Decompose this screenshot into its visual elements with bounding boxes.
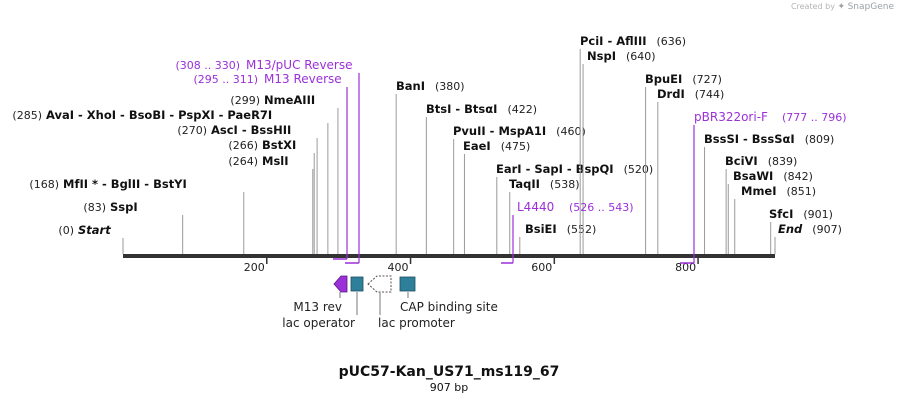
snapgene-logo-icon: ✦ — [837, 2, 846, 12]
axis-tick-label: 400 — [388, 261, 409, 274]
enzyme-coordinate: (285) — [12, 109, 42, 122]
enzyme-name: BsiEI — [525, 222, 557, 236]
enzyme-coordinate: (422) — [507, 103, 537, 116]
primer-name: M13/pUC Reverse — [246, 58, 353, 72]
cap-binding-site-box — [399, 276, 416, 292]
enzyme-name: NspI — [587, 49, 616, 63]
primer-name: M13 Reverse — [264, 72, 342, 86]
enzyme-coordinate: (552) — [567, 223, 597, 236]
enzyme-name: BciVI — [725, 154, 758, 168]
primer-name: pBR322ori-F — [694, 110, 768, 124]
enzyme-coordinate: (270) — [177, 124, 207, 137]
enzyme-name: BpuEI — [645, 72, 682, 86]
enzyme-name: DrdI — [657, 87, 685, 101]
feature-label: CAP binding site — [400, 300, 498, 314]
enzyme-name: BstXI — [262, 138, 296, 152]
enzyme-coordinate: (839) — [768, 155, 798, 168]
enzyme-name: BssSI - BssSαI — [704, 132, 795, 146]
enzyme-name: AvaI - XhoI - BsoBI - PspXI - PaeR7I — [46, 108, 272, 122]
enzyme-coordinate: (744) — [695, 88, 725, 101]
enzyme-coordinate: (809) — [805, 133, 835, 146]
backbone-top-strand — [123, 254, 775, 257]
enzyme-name: BtsI - BtsαI — [426, 102, 497, 116]
enzyme-coordinate: (0) — [58, 224, 74, 237]
primer-range: (295 .. 311) — [193, 73, 258, 86]
enzyme-coordinate: (640) — [626, 50, 656, 63]
enzyme-name: MslI — [262, 154, 289, 168]
primer-range: (777 .. 796) — [782, 111, 847, 124]
axis-tick-label: 600 — [531, 261, 552, 274]
primer-range: (308 .. 330) — [175, 59, 240, 72]
credit-brand: SnapGene — [847, 2, 894, 12]
enzyme-coordinate: (299) — [230, 94, 260, 107]
enzyme-name: TaqII — [509, 177, 540, 191]
enzyme-coordinate: (538) — [550, 178, 580, 191]
enzyme-coordinate: (475) — [501, 140, 531, 153]
enzyme-name: Start — [78, 223, 111, 237]
primer-range: (526 .. 543) — [569, 201, 634, 214]
enzyme-coordinate: (380) — [435, 80, 465, 93]
enzyme-coordinate: (901) — [803, 208, 833, 221]
enzyme-coordinate: (851) — [787, 185, 817, 198]
enzyme-coordinate: (460) — [556, 125, 586, 138]
enzyme-coordinate: (520) — [624, 163, 654, 176]
enzyme-name: SspI — [110, 200, 138, 214]
enzyme-coordinate: (83) — [83, 201, 106, 214]
enzyme-coordinate: (727) — [692, 73, 722, 86]
map-title: pUC57-Kan_US71_ms119_67 — [338, 364, 560, 380]
lac-promoter-arrow — [367, 275, 392, 293]
primer-name: L4440 — [517, 200, 554, 214]
enzyme-name: AscI - BssHII — [211, 123, 291, 137]
snapgene-credit: Created by ✦ SnapGene — [791, 2, 894, 12]
enzyme-coordinate: (842) — [783, 170, 813, 183]
enzyme-coordinate: (636) — [657, 35, 687, 48]
enzyme-name: PvuII - MspA1I — [453, 124, 546, 138]
enzyme-coordinate: (168) — [29, 178, 59, 191]
axis-tick-label: 800 — [675, 261, 696, 274]
enzyme-name: EarI - SapI - BspQI — [496, 162, 614, 176]
enzyme-name: PciI - AflIII — [580, 34, 647, 48]
enzyme-name: End — [778, 222, 803, 236]
enzyme-name: BanI — [396, 79, 425, 93]
enzyme-name: EaeI — [463, 139, 491, 153]
enzyme-coordinate: (266) — [228, 139, 258, 152]
enzyme-coordinate: (907) — [812, 223, 842, 236]
lac-operator-box — [350, 276, 364, 292]
credit-prefix: Created by — [790, 2, 835, 11]
enzyme-name: MmeI — [741, 184, 777, 198]
axis-tick-label: 200 — [244, 261, 265, 274]
map-length: 907 bp — [429, 381, 469, 394]
enzyme-name: BsaWI — [733, 169, 773, 183]
enzyme-name: NmeAIII — [264, 93, 315, 107]
enzyme-name: SfcI — [769, 207, 793, 221]
enzyme-name: MfII * - BglII - BstYI — [63, 177, 187, 191]
feature-label: lac promoter — [378, 316, 455, 330]
feature-label: M13 rev — [293, 300, 342, 314]
enzyme-coordinate: (264) — [228, 155, 258, 168]
m13-rev-arrow — [333, 275, 348, 293]
feature-label: lac operator — [282, 316, 355, 330]
backbone-bottom-strand — [123, 256, 775, 258]
